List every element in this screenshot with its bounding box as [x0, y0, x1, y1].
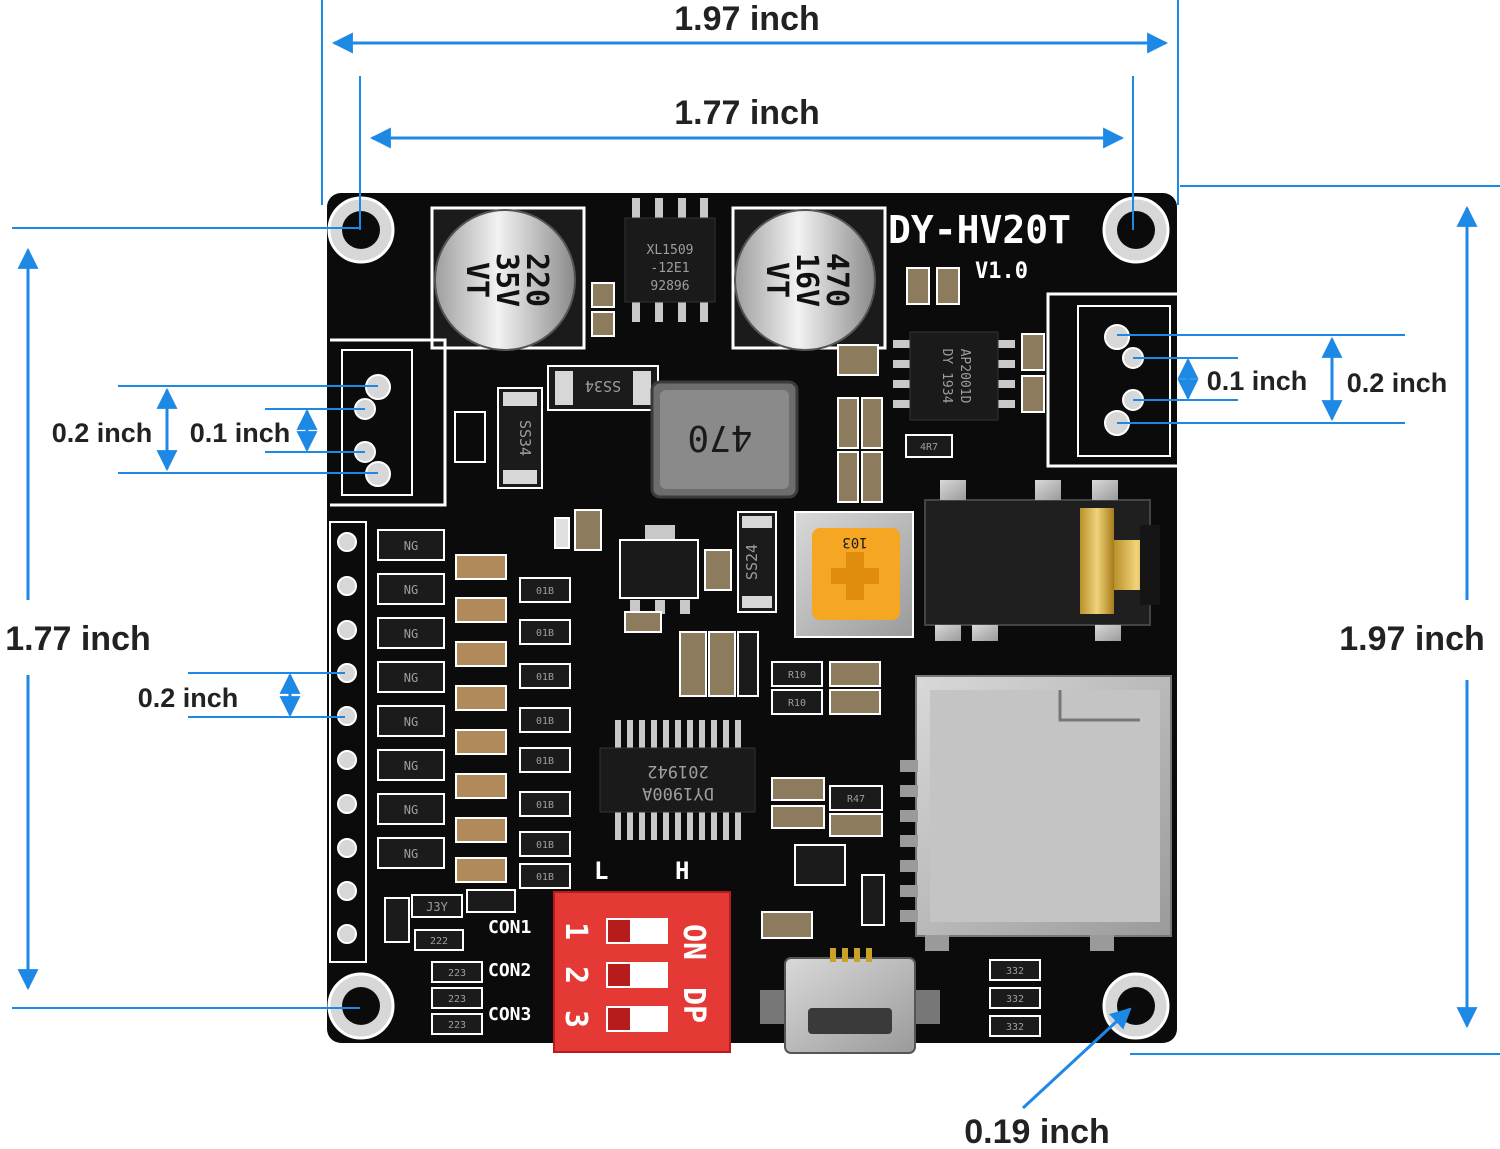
inductor-470: 470	[650, 380, 799, 499]
amplifier-ic-lot: DY 1934	[939, 349, 954, 404]
main-ic: 201942 DY1900A	[599, 720, 756, 840]
svg-text:01B: 01B	[536, 672, 554, 683]
dimension-annotations: 1.97 inch 1.77 inch 1.77 inch 1.97 inch …	[5, 0, 1500, 1149]
dip-switch-high-label: H	[675, 857, 689, 885]
svg-text:NG: NG	[404, 715, 418, 729]
svg-text:01B: 01B	[536, 628, 554, 639]
main-ic-lot: 201942	[647, 761, 708, 781]
resistor-mark-4r7: 4R7	[920, 442, 938, 453]
transistor-j3y-mark: J3Y	[426, 900, 448, 914]
capacitor-470uf-value: 470	[819, 253, 854, 307]
diode-ss34-top-mark: SS34	[585, 377, 621, 395]
label-width-outer: 1.97 inch	[674, 0, 820, 38]
resistor-mark-r47: R47	[847, 794, 865, 805]
svg-text:01B: 01B	[536, 756, 554, 767]
board-model-label: DY-HV20T	[888, 208, 1071, 252]
resistor-mark-01b: 01B	[536, 586, 554, 597]
label-pitch-left-outer: 0.2 inch	[52, 418, 153, 448]
inductor-470-mark: 470	[687, 417, 752, 458]
capacitor-470uf-voltage: 16V	[789, 253, 824, 307]
svg-text:223: 223	[448, 994, 466, 1005]
dip-switch-low-label: L	[594, 857, 608, 885]
capacitor-column	[455, 554, 507, 883]
label-height-outer: 1.97 inch	[1339, 620, 1485, 658]
connector-label-con2: CON2	[488, 960, 531, 981]
transistor-j3y: J3Y	[411, 894, 463, 918]
resistor-mark-r10: R10	[788, 670, 806, 681]
label-pitch-right-outer: 0.2 inch	[1347, 368, 1448, 398]
board-version-label: V1.0	[975, 259, 1028, 284]
capacitor-220uf: 220 35V VT	[430, 206, 586, 351]
svg-text:01B: 01B	[536, 840, 554, 851]
resistor-mark-ng: NG	[404, 539, 418, 553]
svg-text:NG: NG	[404, 803, 418, 817]
dip-switch-on-label: ON	[676, 924, 711, 960]
resistor-column-01b	[519, 577, 571, 889]
connector-label-con3: CON3	[488, 1004, 531, 1025]
svg-text:332: 332	[1006, 994, 1024, 1005]
capacitor-470uf-series: VT	[759, 262, 794, 298]
resistor-mark-332: 332	[1006, 966, 1024, 977]
label-height-holes: 1.77 inch	[5, 620, 151, 658]
svg-text:01B: 01B	[536, 716, 554, 727]
resistor-column-ng	[377, 529, 445, 869]
svg-text:332: 332	[1006, 1022, 1024, 1033]
capacitor-220uf-series: VT	[459, 262, 494, 298]
regulator-ic: XL1509 -12E1 92896	[624, 198, 716, 322]
resistor-mark-222: 222	[430, 936, 448, 947]
diode-ss34-side-mark: SS34	[516, 420, 534, 456]
trimmer-value: 103	[842, 534, 867, 550]
capacitor-220uf-voltage: 35V	[489, 253, 524, 307]
mounting-holes	[327, 196, 1170, 1040]
svg-text:223: 223	[448, 1020, 466, 1031]
regulator-ic-code: -12E1	[650, 261, 689, 276]
dimension-arrow-hole-diameter	[1021, 1007, 1132, 1110]
amplifier-ic-part: AP2001D	[957, 349, 972, 404]
label-pitch-right-inner: 0.1 inch	[1207, 366, 1308, 396]
label-pitch-left-inner: 0.1 inch	[190, 418, 291, 448]
micro-usb-port	[760, 948, 940, 1054]
resistor-mark-223: 223	[448, 968, 466, 979]
svg-text:01B: 01B	[536, 872, 554, 883]
connector-label-con1: CON1	[488, 917, 531, 938]
svg-text:NG: NG	[404, 759, 418, 773]
label-pin-pitch: 0.2 inch	[138, 683, 239, 713]
svg-text:NG: NG	[404, 671, 418, 685]
regulator-ic-part: XL1509	[647, 243, 694, 258]
diode-ss34-top: SS34	[547, 365, 659, 411]
diode-ss34-side: SS34	[497, 387, 543, 489]
capacitor-220uf-value: 220	[519, 253, 554, 307]
svg-text:01B: 01B	[536, 800, 554, 811]
regulator-ic-lot: 92896	[650, 279, 689, 294]
main-ic-part: DY1900A	[642, 783, 714, 803]
label-hole-diameter: 0.19 inch	[964, 1113, 1110, 1149]
svg-text:NG: NG	[404, 583, 418, 597]
dip-switch-number-1: 1	[558, 922, 593, 940]
capacitor-470uf: 470 16V VT	[731, 206, 887, 351]
svg-text:NG: NG	[404, 627, 418, 641]
trimmer-potentiometer: 103	[794, 511, 914, 638]
svg-text:NG: NG	[404, 847, 418, 861]
dip-switch-dp-label: DP	[676, 987, 711, 1023]
dip-switch-number-3: 3	[558, 1010, 593, 1028]
dip-switch[interactable]: 1 2 3 ON DP	[553, 891, 731, 1053]
diode-ss24-mark: SS24	[743, 544, 761, 580]
pcb-board: DY-HV20T V1.0 220 35V VT 470 16V VT	[327, 193, 1177, 1054]
label-width-holes: 1.77 inch	[674, 94, 820, 132]
audio-jack	[924, 480, 1160, 641]
amplifier-ic: AP2001D DY 1934	[893, 331, 1015, 421]
sd-card-slot	[900, 675, 1172, 951]
dip-switch-number-2: 2	[558, 966, 593, 984]
svg-text:R10: R10	[788, 698, 806, 709]
diode-ss24: SS24	[737, 511, 777, 613]
